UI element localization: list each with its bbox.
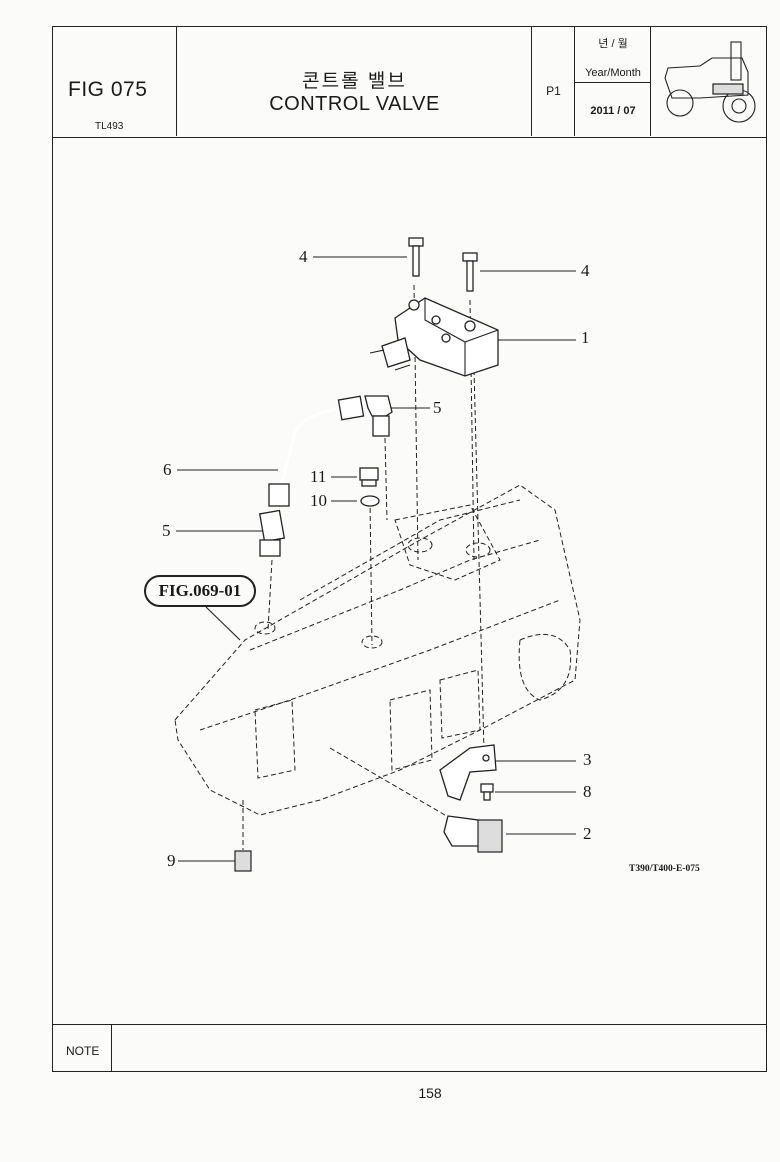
fitting-part-5-lower (258, 509, 286, 557)
figure-number: FIG 075 (68, 78, 148, 101)
note-row: NOTE (52, 1024, 767, 1072)
title-cell: 콘트롤 밸브 CONTROL VALVE (177, 26, 532, 136)
callout-5-lower: 5 (162, 521, 171, 540)
pipe-part-6 (268, 395, 365, 507)
note-label: NOTE (66, 1044, 100, 1058)
bolt-part-4-left (408, 237, 424, 277)
plug-part-11 (359, 467, 379, 487)
page-label: P1 (546, 84, 561, 98)
note-label-cell: NOTE (52, 1025, 112, 1071)
bolt-part-4-right (462, 252, 478, 292)
callout-8: 8 (583, 782, 592, 801)
callout-11: 11 (310, 467, 327, 486)
callout-1: 1 (581, 328, 590, 347)
callout-5-upper: 5 (433, 398, 442, 417)
header-table: FIG 075 TL493 콘트롤 밸브 CONTROL VALVE P1 년 … (52, 26, 767, 138)
control-valve-part-1 (369, 297, 499, 377)
callout-6: 6 (163, 460, 172, 479)
callout-4-right: 4 (581, 261, 590, 280)
callout-3: 3 (583, 750, 592, 769)
leader-lines (176, 256, 576, 862)
page-cell: P1 (532, 26, 575, 136)
callout-10: 10 (310, 491, 327, 510)
figure-reference: FIG.069-01 (144, 575, 256, 607)
callout-2: 2 (583, 824, 592, 843)
date-label-box: 년 / 월 Year/Month (575, 26, 651, 83)
tractor-image-cell (651, 26, 767, 136)
housing-outline (174, 484, 581, 816)
bolt-part-8 (480, 783, 494, 801)
page-number: 158 (418, 1085, 442, 1101)
tractor-icon (664, 41, 756, 123)
elbow-fitting-part-5-upper (364, 395, 393, 437)
plug-part-9 (234, 850, 252, 872)
title-korean: 콘트롤 밸브 (302, 71, 407, 92)
switch-part-2 (443, 815, 503, 853)
callout-9: 9 (167, 851, 176, 870)
bracket-part-3 (439, 744, 497, 801)
date-value: 2011 / 07 (590, 105, 636, 117)
title-english: CONTROL VALVE (269, 93, 440, 115)
figure-number-cell: FIG 075 TL493 (52, 26, 177, 136)
model-code: TL493 (95, 121, 124, 132)
callout-4-left: 4 (299, 247, 308, 266)
date-label-english: Year/Month (585, 67, 641, 79)
o-ring-part-10 (360, 495, 380, 507)
drawing-code: T390/T400-E-075 (629, 864, 700, 874)
date-label-korean: 년 / 월 (598, 38, 628, 50)
outer-frame (52, 26, 767, 1072)
date-cell: 년 / 월 Year/Month 2011 / 07 (575, 26, 651, 136)
